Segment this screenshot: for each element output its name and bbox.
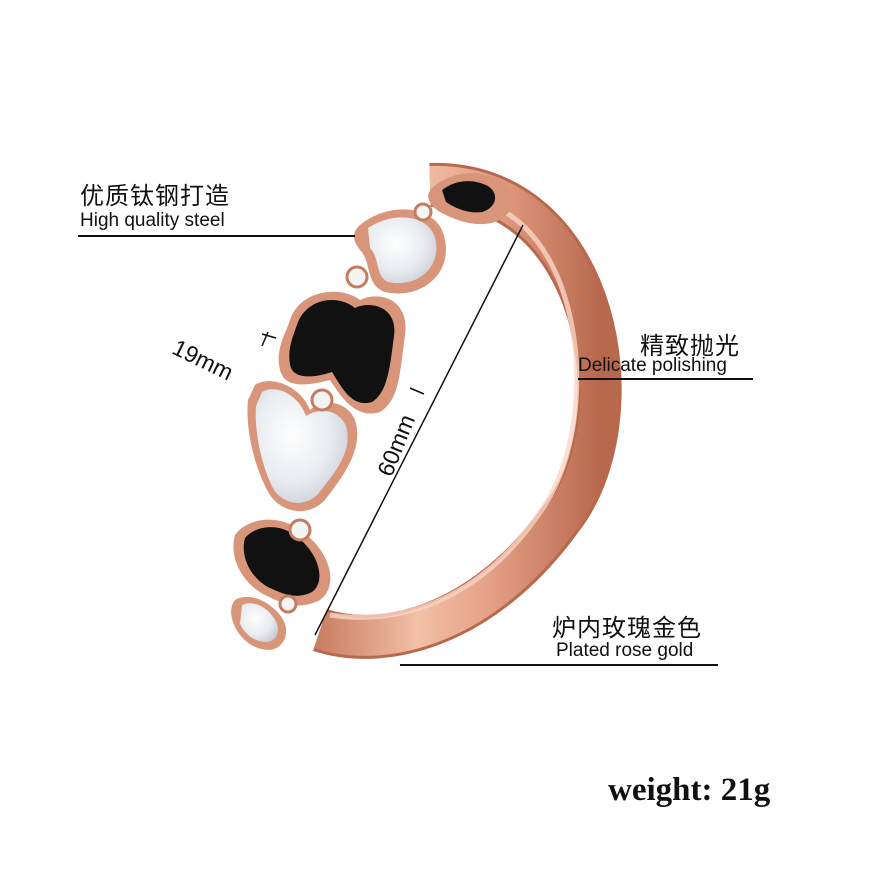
butterfly-shell-large xyxy=(247,381,358,512)
butterfly-black-large xyxy=(278,291,406,414)
callout-polish-en: Delicate polishing xyxy=(578,355,727,376)
diameter-line xyxy=(314,224,524,636)
butterfly-black-lower xyxy=(233,519,331,606)
callout-rosegold-en: Plated rose gold xyxy=(556,640,694,661)
butterfly-shell-upper xyxy=(354,209,446,294)
callout-steel-zh: 优质钛钢打造 xyxy=(80,182,230,210)
callout-polish-zh: 精致抛光 xyxy=(640,332,740,360)
butterfly-black-top xyxy=(428,173,513,225)
callout-rosegold-zh: 炉内玫瑰金色 xyxy=(552,614,702,642)
callout-steel-en: High quality steel xyxy=(80,210,225,231)
width-marker xyxy=(261,331,277,347)
butterfly-shell-bottom xyxy=(231,596,287,650)
crystal-stones xyxy=(278,202,433,614)
butterfly-charms xyxy=(231,173,513,650)
weight-label: weight: 21g xyxy=(608,772,771,808)
callout-lines xyxy=(78,235,718,666)
bangle xyxy=(313,162,622,659)
